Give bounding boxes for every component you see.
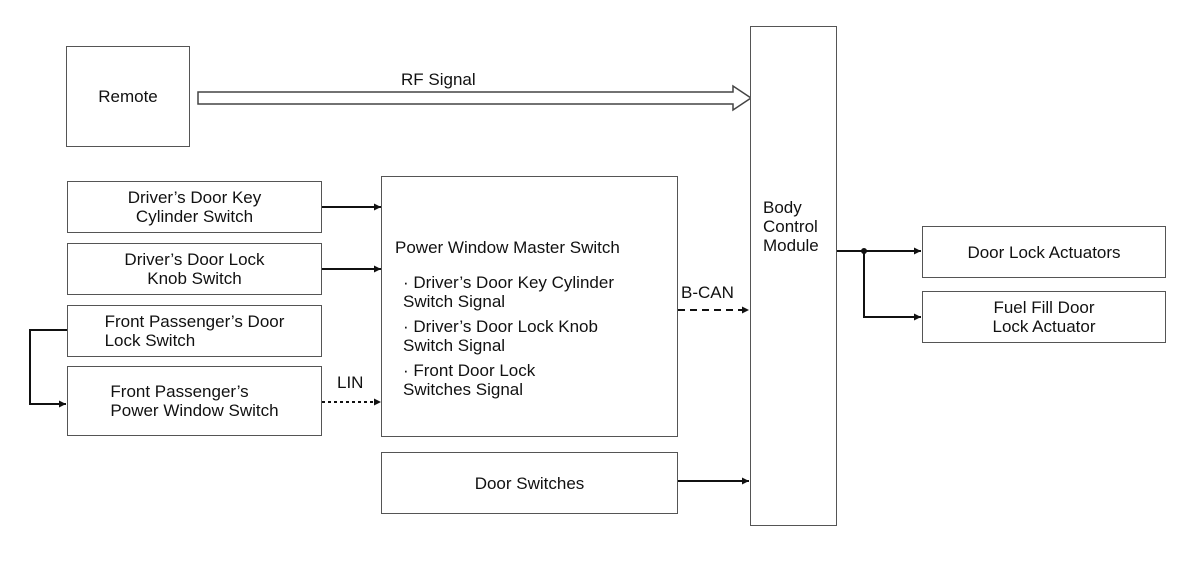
bcm-to-fuel-door-arrow [863, 251, 921, 321]
fp-lock-label-line-1: Front Passenger’s Door [104, 312, 285, 331]
remote-box: Remote [66, 46, 190, 147]
fuel-door-label-line-2: Lock Actuator [992, 317, 1096, 336]
pwms-title: Power Window Master Switch [395, 238, 620, 257]
pwms-item-2-line-2: Switch Signal [403, 336, 506, 355]
body-control-module-box: Body Control Module [750, 26, 837, 526]
fp-lock-label-line-2: Lock Switch [104, 331, 196, 350]
door-lock-actuators-box: Door Lock Actuators [922, 226, 1166, 278]
bcan-label: B-CAN [681, 283, 734, 302]
bcm-label-line-2: Control [763, 217, 818, 236]
bcm-label-line-1: Body [763, 198, 802, 217]
key-cylinder-switch-box: Driver’s Door Key Cylinder Switch [67, 181, 322, 233]
bcm-label-line-3: Module [763, 236, 819, 255]
remote-label: Remote [98, 87, 158, 106]
fuel-fill-door-actuator-box: Fuel Fill Door Lock Actuator [922, 291, 1166, 343]
fuel-door-label-line-1: Fuel Fill Door [993, 298, 1095, 317]
pwms-item-3-line-1: · Front Door Lock [403, 361, 536, 380]
lock-knob-switch-box: Driver’s Door Lock Knob Switch [67, 243, 322, 295]
lin-label: LIN [337, 373, 364, 392]
fp-window-label-line-2: Power Window Switch [110, 401, 279, 420]
pwms-item-1-line-2: Switch Signal [403, 292, 506, 311]
door-switches-label: Door Switches [474, 473, 585, 493]
rf-signal-arrow [197, 84, 753, 112]
pwms-item-1-line-1: · Driver’s Door Key Cylinder [403, 273, 614, 292]
key-cylinder-label-line-2: Cylinder Switch [135, 207, 254, 226]
key-cylinder-label-line-1: Driver’s Door Key [127, 188, 262, 207]
door-lock-actuators-label: Door Lock Actuators [967, 242, 1121, 262]
door-switches-box: Door Switches [381, 452, 678, 514]
fp-lock-switch-box: Front Passenger’s Door Lock Switch [67, 305, 322, 357]
fp-window-switch-box: Front Passenger’s Power Window Switch [67, 366, 322, 436]
pwms-item-2-line-1: · Driver’s Door Lock Knob [403, 317, 598, 336]
lock-knob-label-line-1: Driver’s Door Lock [124, 250, 265, 269]
rf-signal-label: RF Signal [401, 70, 476, 89]
fp-window-label-line-1: Front Passenger’s [110, 382, 249, 401]
power-window-master-switch-box: Power Window Master Switch · Driver’s Do… [381, 176, 678, 437]
lock-knob-label-line-2: Knob Switch [147, 269, 242, 288]
pwms-item-3-line-2: Switches Signal [403, 380, 524, 399]
fp-lock-to-fp-window-connector [29, 329, 67, 408]
